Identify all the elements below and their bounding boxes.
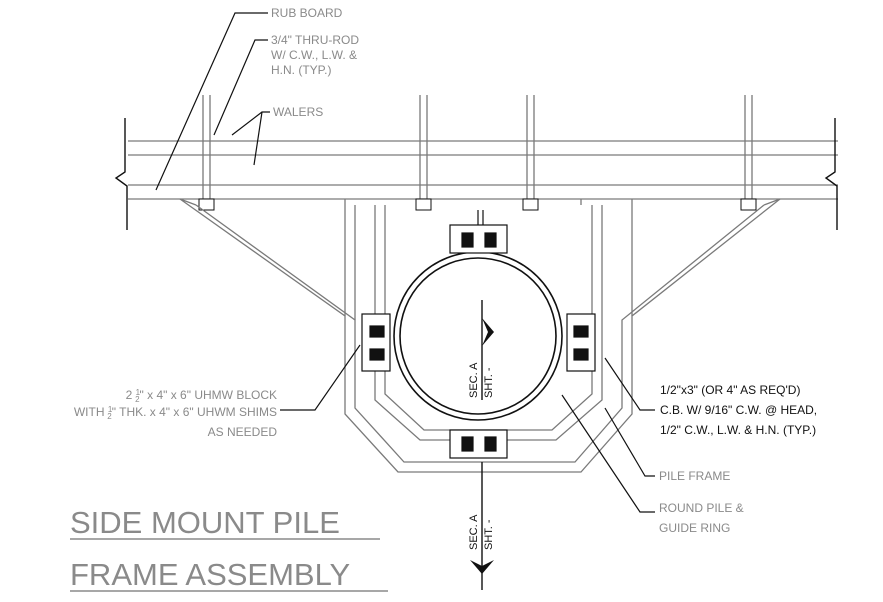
block-line1-post: " x 4" x 6" UHMW BLOCK [140, 388, 277, 402]
block-line2-frac-den: 2 [107, 412, 112, 421]
label-pile-frame: PILE FRAME [659, 469, 730, 483]
label-thru-rod-3: H.N. (TYP.) [271, 63, 331, 77]
block-line2-frac-num: 1 [108, 405, 113, 414]
label-bolt-3: 1/2" C.W., L.W. & H.N. (TYP.) [660, 423, 816, 437]
label-bolt-1: 1/2"x3" (OR 4" AS REQ'D) [660, 383, 800, 397]
section-sht-lower: SHT. - [483, 519, 495, 550]
uhmw-blocks [361, 210, 596, 459]
label-thru-rod-1: 3/4" THRU-ROD [271, 33, 359, 47]
svg-text:WITH 12" THK. x 4" x 6" UHWM S: WITH 12" THK. x 4" x 6" UHWM SHIMS [74, 405, 277, 421]
block-line1-pre: 2 [126, 388, 136, 402]
section-markers [470, 300, 494, 590]
leader-lines [155, 12, 655, 513]
rod-nuts [198, 198, 757, 211]
block-line2-post: " THK. x 4" x 6" UHWM SHIMS [112, 405, 277, 419]
block-line1-frac-den: 2 [135, 395, 140, 404]
title-line-1: SIDE MOUNT PILE [70, 505, 340, 540]
label-bolt-2: C.B. W/ 9/16" C.W. @ HEAD, [660, 403, 817, 417]
label-round-pile-1: ROUND PILE & [659, 501, 744, 515]
block-line3: AS NEEDED [208, 425, 278, 439]
break-lines [114, 118, 838, 230]
label-round-pile-2: GUIDE RING [659, 521, 730, 535]
thru-rods [202, 95, 753, 210]
label-rub-board: RUB BOARD [271, 6, 343, 20]
block-line1-frac-num: 1 [136, 388, 141, 397]
section-a-upper: SEC. A [468, 362, 480, 398]
label-walers: WALERS [273, 105, 323, 119]
title-line-2: FRAME ASSEMBLY [70, 557, 350, 592]
svg-text:2 12" x 4" x 6" UHMW BLOCK: 2 12" x 4" x 6" UHMW BLOCK [126, 388, 277, 404]
section-sht-upper: SHT. - [483, 367, 495, 398]
block-line2-pre: WITH [74, 405, 108, 419]
label-thru-rod-2: W/ C.W., L.W. & [271, 48, 357, 62]
walers-lines [128, 140, 838, 200]
section-a-lower: SEC. A [468, 514, 480, 550]
